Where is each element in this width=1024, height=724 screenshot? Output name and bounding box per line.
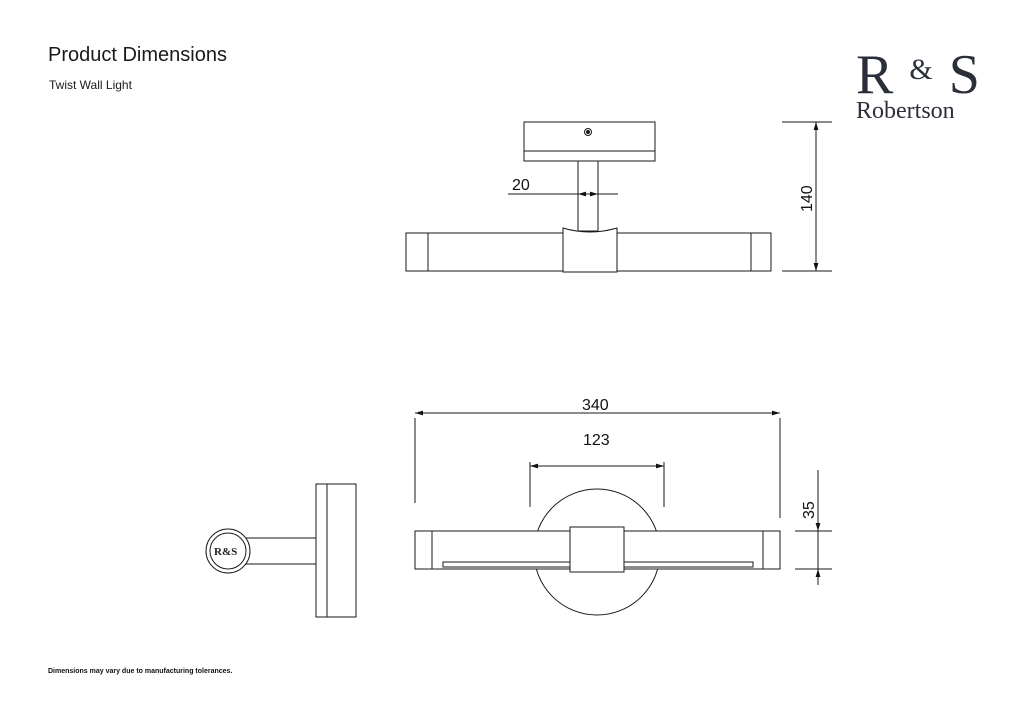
side-view: R&S [205,483,357,618]
dim-bar-depth: 35 [801,501,818,519]
tolerance-note: Dimensions may vary due to manufacturing… [48,668,233,675]
page-title: Product Dimensions [48,44,227,66]
side-wall-plate [315,483,357,618]
top-hub [562,227,618,273]
top-view: 20 140 [405,121,832,273]
brand-logo: R & S Robertson [856,42,986,123]
side-end-cap [205,528,251,574]
dim-stem-width: 20 [512,177,530,194]
end-cap-badge: R&S [214,546,237,558]
dim-height: 140 [799,185,816,212]
logo-mark: R & S [856,44,981,106]
front-view: 340 123 35 [414,397,832,616]
dim-overall-length: 340 [582,397,609,414]
top-stem [577,160,599,232]
logo-wordmark: Robertson [856,98,955,124]
front-hub [569,526,625,573]
product-name: Twist Wall Light [49,78,132,92]
top-wall-plate [523,121,656,162]
dim-backplate-diameter: 123 [583,432,610,449]
side-arm [239,537,317,565]
fixing-screw-center [586,130,590,134]
fixing-screw-icon [584,128,592,136]
side-end-cap-inner [209,532,247,570]
